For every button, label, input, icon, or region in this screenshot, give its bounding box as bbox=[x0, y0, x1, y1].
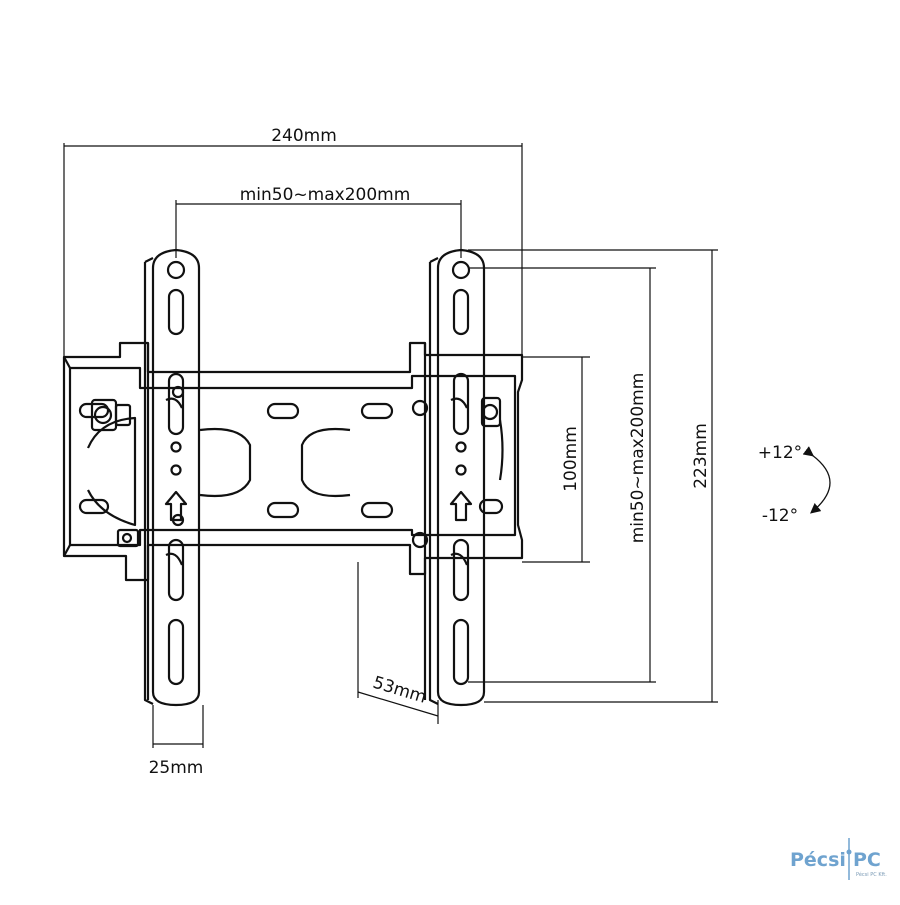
label-tilt-up: +12° bbox=[758, 443, 802, 463]
label-tilt-down: -12° bbox=[762, 506, 798, 526]
logo-subtext: Pécsi PC Kft. bbox=[856, 871, 887, 878]
tilt-arrow-icon bbox=[802, 446, 831, 514]
dimension-lines bbox=[63, 143, 718, 748]
logo-text-left: Pécsi bbox=[790, 849, 846, 871]
dimension-labels: 240mm min50~max200mm 100mm min50~max200m… bbox=[149, 126, 803, 778]
label-vesa-vertical: min50~max200mm bbox=[628, 373, 648, 544]
right-arm bbox=[411, 248, 486, 707]
logo-text-right: PC bbox=[853, 849, 881, 871]
label-depth: 53mm bbox=[370, 673, 428, 708]
tower-top-icon bbox=[846, 849, 852, 855]
label-arm-width: 25mm bbox=[149, 758, 204, 778]
label-arm-height: 100mm bbox=[561, 426, 581, 492]
label-total-height: 223mm bbox=[691, 423, 711, 489]
brand-logo: Pécsi PC Pécsi PC Kft. bbox=[790, 838, 887, 880]
left-arm bbox=[143, 248, 201, 707]
label-vesa-horizontal: min50~max200mm bbox=[240, 185, 411, 205]
label-total-width: 240mm bbox=[271, 126, 337, 146]
